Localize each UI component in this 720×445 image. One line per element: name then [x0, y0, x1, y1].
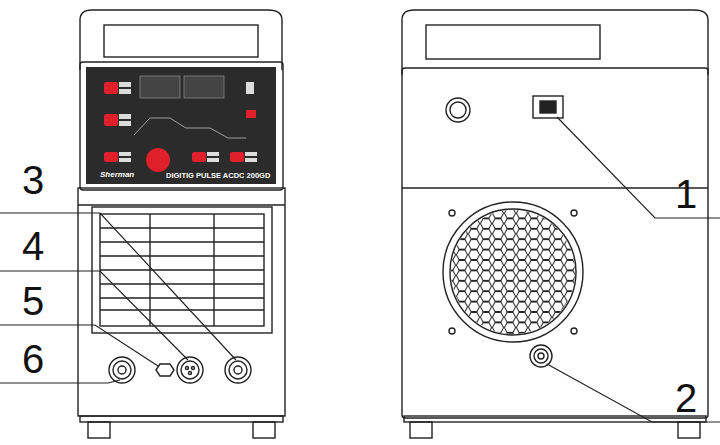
callout-number: 2: [675, 378, 697, 418]
model-name: DIGITIG PULSE ACDC 200GD: [166, 172, 270, 180]
brand-name: Sherman: [100, 171, 134, 179]
callout-number: 6: [22, 339, 44, 379]
callout-number: 4: [22, 226, 44, 266]
callout-number: 3: [22, 160, 44, 200]
callout-number: 5: [22, 281, 44, 321]
callout-number: 1: [675, 174, 697, 214]
